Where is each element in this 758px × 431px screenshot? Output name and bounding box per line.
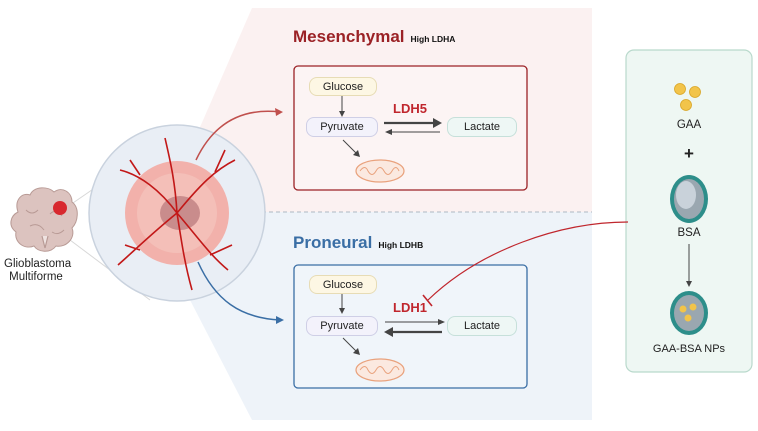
gaa-bsa-nps-label: GAA-BSA NPs bbox=[652, 343, 726, 355]
pro-glucose-node: Glucose bbox=[309, 275, 377, 294]
plus-sign: + bbox=[684, 144, 694, 163]
inhibition-bar bbox=[422, 294, 433, 307]
meso-glucose-node: Glucose bbox=[309, 77, 377, 96]
proneural-pathway-box bbox=[293, 264, 528, 389]
meso-enzyme-label: LDH5 bbox=[393, 101, 427, 116]
mesenchymal-title-text: Mesenchymal bbox=[293, 27, 405, 46]
mesenchymal-subtitle: High LDHA bbox=[410, 34, 456, 44]
brain-label-line1: Glioblastoma bbox=[4, 258, 72, 270]
pro-mito-arrow bbox=[342, 337, 358, 353]
meso-mito-arrow bbox=[342, 139, 358, 155]
arrow-head-proneural bbox=[276, 316, 284, 324]
proneural-subtitle: High LDHB bbox=[378, 240, 424, 250]
tumor-core bbox=[160, 196, 200, 230]
inhibition-line bbox=[427, 221, 629, 301]
tumor-vessels bbox=[117, 137, 236, 291]
pro-pyruvate-node: Pyruvate bbox=[306, 316, 378, 336]
proneural-title-text: Proneural bbox=[293, 233, 373, 252]
brain-icon bbox=[10, 187, 78, 252]
pro-lactate-node: Lactate bbox=[447, 316, 517, 336]
brain-label: Glioblastoma Multiforme bbox=[4, 258, 72, 284]
gaa-molecule-icon bbox=[674, 83, 701, 111]
arrow-head-mesenchymal bbox=[275, 108, 283, 116]
arrow-to-proneural bbox=[197, 261, 281, 321]
proneural-title: Proneural High LDHB bbox=[293, 233, 423, 253]
gaa-label: GAA bbox=[676, 119, 702, 131]
bsa-label: BSA bbox=[677, 227, 701, 239]
meso-lactate-node: Lactate bbox=[447, 117, 517, 137]
mesenchymal-pathway-box bbox=[293, 65, 528, 191]
meso-pyruvate-node: Pyruvate bbox=[306, 117, 378, 137]
mesenchymal-title: Mesenchymal High LDHA bbox=[293, 27, 455, 47]
gaa-bsa-nanoparticle-icon bbox=[670, 291, 708, 335]
mitochondria-icon bbox=[355, 358, 405, 382]
bsa-nanoparticle-icon bbox=[670, 175, 708, 223]
arrow-to-mesenchymal bbox=[195, 110, 281, 161]
pro-enzyme-label: LDH1 bbox=[393, 300, 427, 315]
brain-label-line2: Multiforme bbox=[9, 271, 63, 283]
mitochondria-icon bbox=[355, 159, 405, 183]
